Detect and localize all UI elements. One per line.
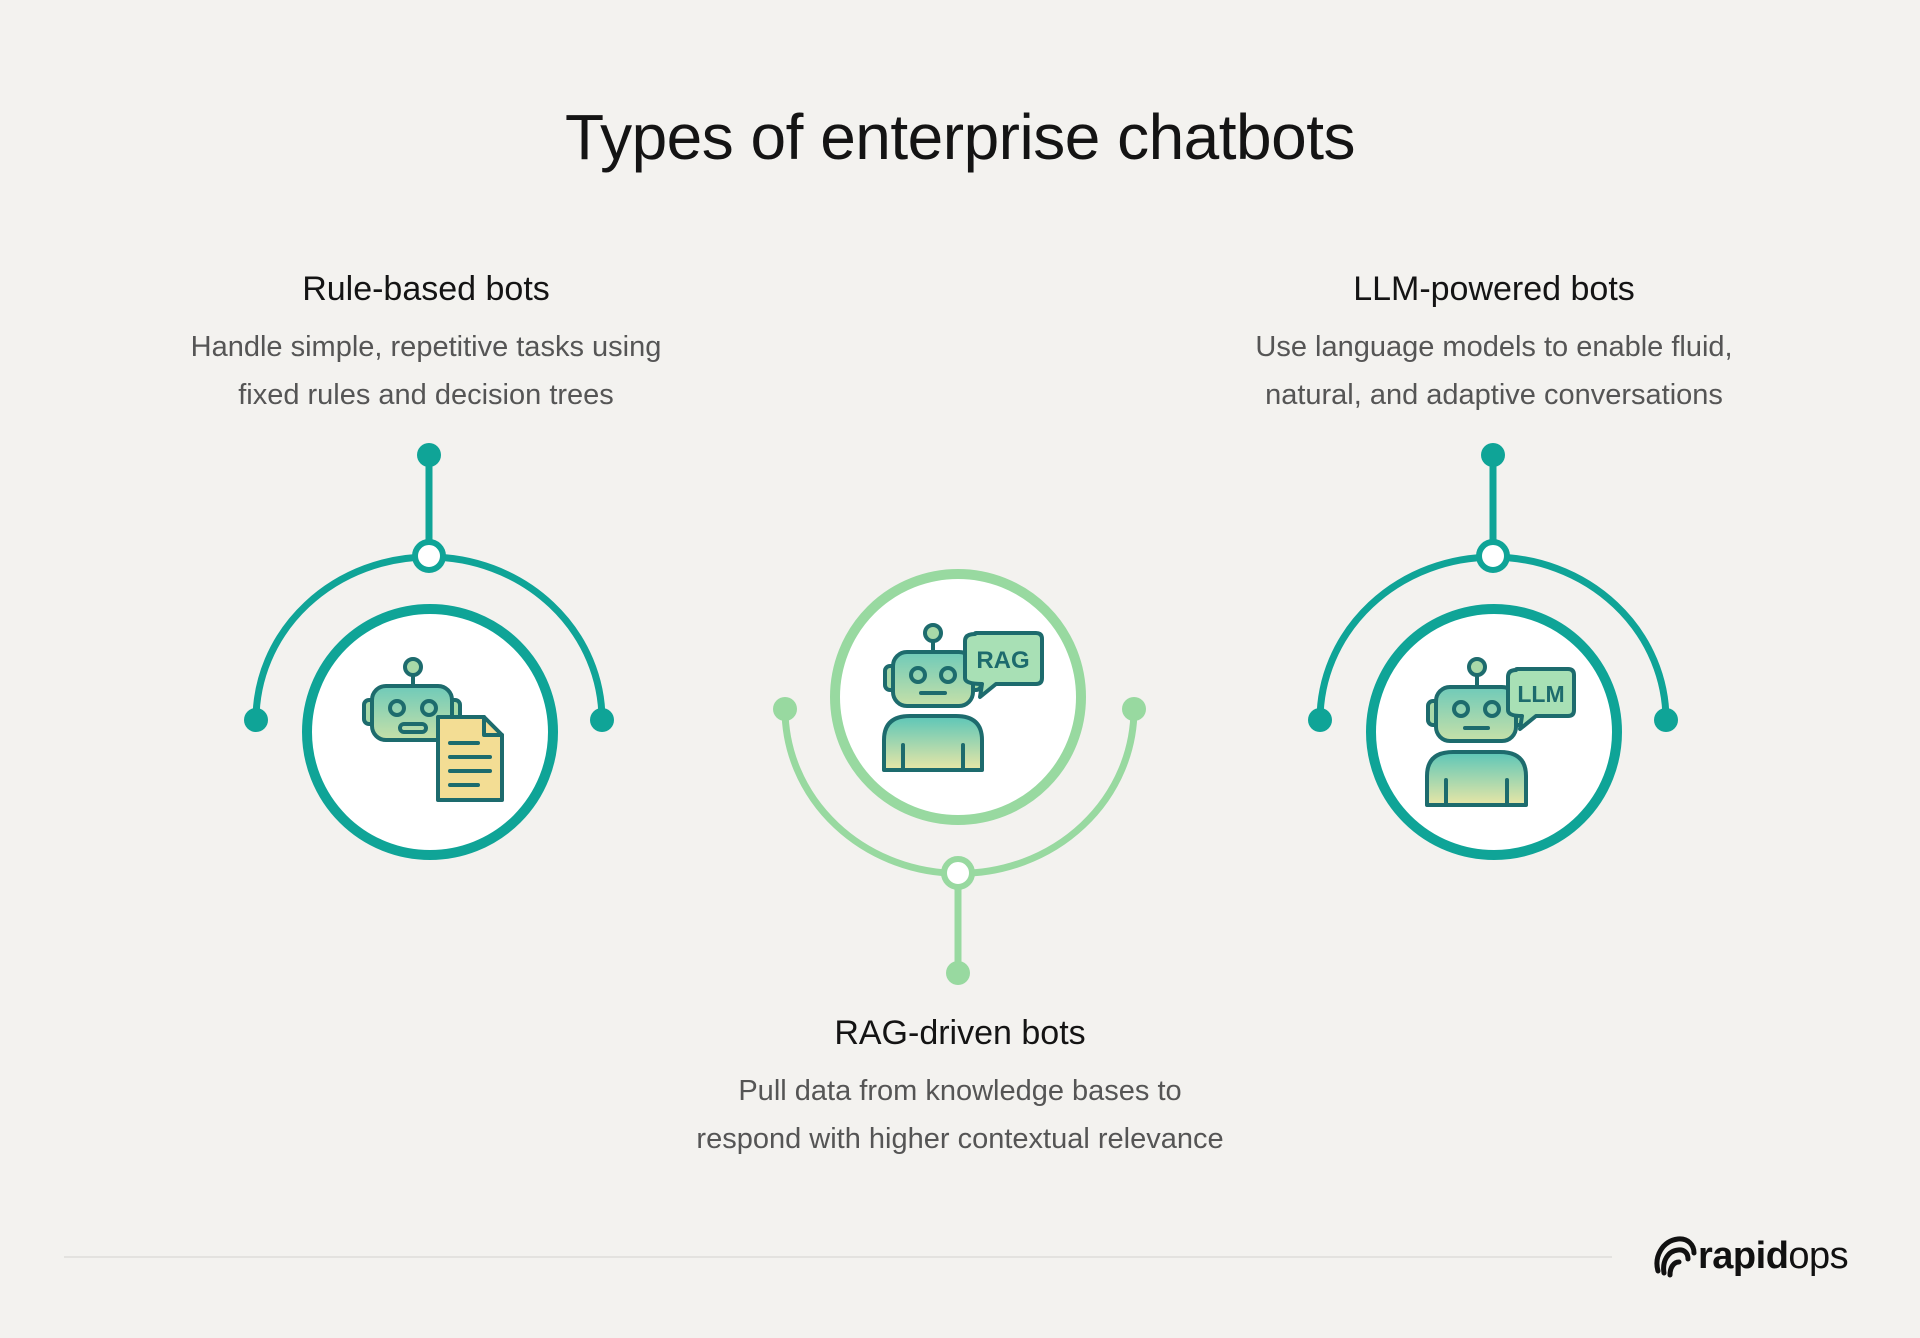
footer-divider <box>64 1256 1612 1258</box>
logo-wordmark: rapidops <box>1698 1234 1849 1277</box>
robot-rag-bubble-icon <box>882 623 1044 772</box>
card-description: Use language models to enable fluid, nat… <box>1255 331 1733 411</box>
card-title: Rule-based bots <box>302 270 550 308</box>
rag-bubble-label: RAG <box>976 647 1029 674</box>
robot-with-document-icon <box>362 657 504 802</box>
card-title: RAG-driven bots <box>834 1014 1086 1052</box>
card-rag-driven: RAG-driven bots Pull data from knowledge… <box>640 1014 1280 1163</box>
card-description: Pull data from knowledge bases to respon… <box>696 1075 1224 1155</box>
card-rule-based: Rule-based bots Handle simple, repetitiv… <box>106 270 746 419</box>
card-description: Handle simple, repetitive tasks using fi… <box>190 331 662 411</box>
card-llm-powered: LLM-powered bots Use language models to … <box>1174 270 1814 419</box>
robot-llm-bubble-icon <box>1425 657 1576 807</box>
rapidops-logo: rapidops <box>1650 1228 1849 1284</box>
rag-connector <box>773 697 1146 985</box>
card-title: LLM-powered bots <box>1353 270 1635 308</box>
rapidops-logo-mark-icon <box>1654 1236 1697 1278</box>
llm-connector <box>1308 443 1678 732</box>
llm-bubble-label: LLM <box>1517 681 1564 707</box>
page-title: Types of enterprise chatbots <box>565 101 1356 173</box>
rule-connector <box>244 443 614 732</box>
